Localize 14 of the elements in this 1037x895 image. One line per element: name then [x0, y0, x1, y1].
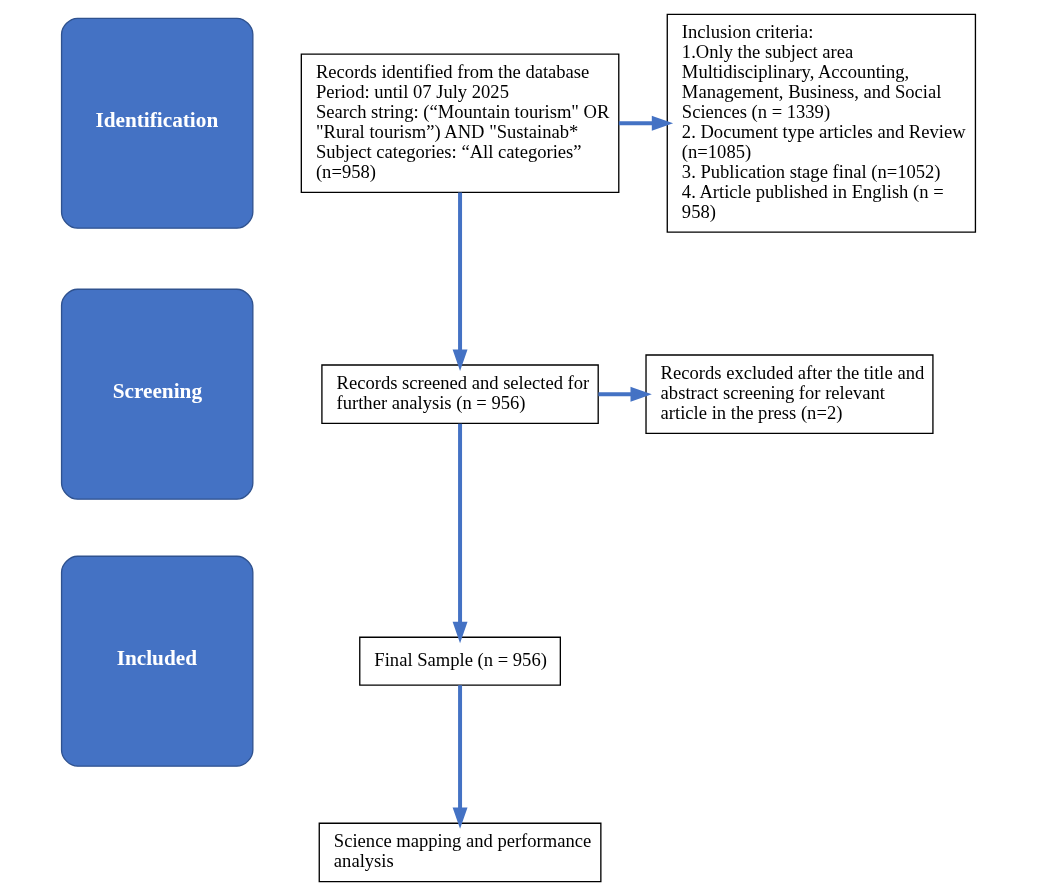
node-box: Identification [60, 17, 254, 229]
arrow [452, 423, 468, 643]
node-box: Records identified from the database Period: until 07 July 2025 Search string: (“Mountain tourism" OR "Rural tourism”) AND "Sustainab* Subject categories: “All categories” (n=958) [300, 53, 620, 193]
arrow [452, 684, 468, 829]
arrow [598, 386, 652, 402]
node-box: Records excluded after the title and abstract screening for relevant article in the press (n=2) [645, 353, 934, 434]
node-box: Screening [60, 288, 254, 500]
arrow [618, 115, 674, 131]
node-box: Records screened and selected for further analysis (n = 956) [321, 363, 599, 424]
node-box: Final Sample (n = 956) [359, 636, 561, 686]
arrow [452, 192, 468, 371]
node-box: Included [60, 555, 254, 767]
node-box: Inclusion criteria: 1.Only the subject area Multidisciplinary, Accounting, Management, Business, and Social Sciences (n = 1339) 2. Document type articles and Review (n=1085) 3. Publication stage final (n=1052) 4. Article published in English (n = 958) [666, 13, 977, 233]
node-box: Science mapping and performance analysis [318, 822, 602, 882]
